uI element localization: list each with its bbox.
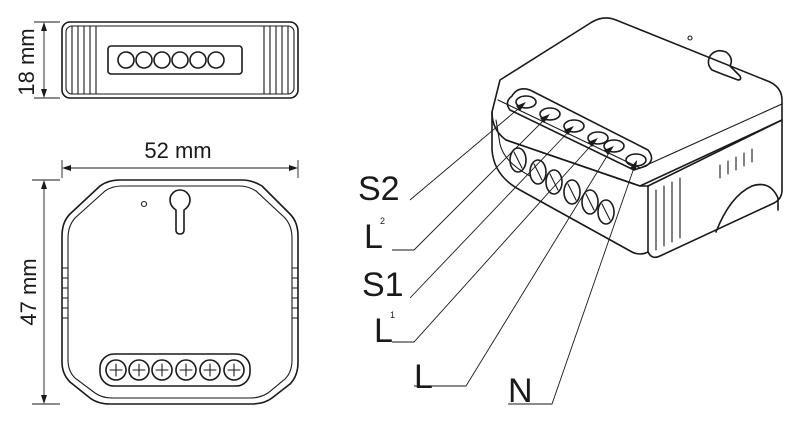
side-view-left-ribs <box>71 25 97 95</box>
terminal-label-s1: S1 <box>362 266 404 304</box>
depth-dimension-line <box>32 179 60 405</box>
terminal-label-l1: L <box>374 312 393 350</box>
keyhole-slot <box>169 189 191 235</box>
terminal-label-s2: S2 <box>358 170 400 208</box>
terminal-label-n: N <box>508 372 533 410</box>
height-dimension-line <box>34 21 60 99</box>
side-view-terminal-holes <box>117 51 225 69</box>
top-view-side-marks <box>61 267 299 319</box>
terminal-label-l2: L <box>364 218 383 256</box>
leader-s1 <box>409 127 573 299</box>
terminal-label-l: L <box>414 358 433 396</box>
wire-leaders <box>392 102 637 405</box>
iso-front-face <box>491 111 649 255</box>
leader-l <box>414 147 613 387</box>
side-view: 18 mm <box>14 21 299 99</box>
width-dimension-line <box>61 160 299 178</box>
top-view-terminal-screws <box>105 359 245 381</box>
iso-keyhole <box>707 49 742 81</box>
isometric-view <box>491 17 783 259</box>
terminal-label-l1-subscript: 1 <box>390 310 395 320</box>
top-view: 52 mm 47 mm <box>16 138 299 405</box>
side-view-right-ribs <box>263 25 289 95</box>
iso-led <box>687 35 693 41</box>
iso-terminal-strip-top <box>506 88 653 171</box>
leader-s2 <box>409 103 525 201</box>
led-indicator <box>140 200 148 208</box>
iso-right-face <box>647 119 783 259</box>
iso-terminal-screws <box>509 147 615 225</box>
iso-terminal-holes <box>515 95 647 167</box>
leader-n <box>508 161 637 405</box>
depth-dimension-label: 47 mm <box>16 258 41 325</box>
terminal-label-l2-subscript: 2 <box>380 216 385 226</box>
height-dimension-label: 18 mm <box>14 28 39 95</box>
iso-vents <box>719 148 753 179</box>
leader-l1 <box>392 139 597 343</box>
leader-l2 <box>392 115 549 251</box>
wire-labels: S2 L 2 S1 L 1 L N <box>358 170 533 410</box>
iso-corner-ribs <box>655 177 681 251</box>
width-dimension-label: 52 mm <box>144 138 211 163</box>
